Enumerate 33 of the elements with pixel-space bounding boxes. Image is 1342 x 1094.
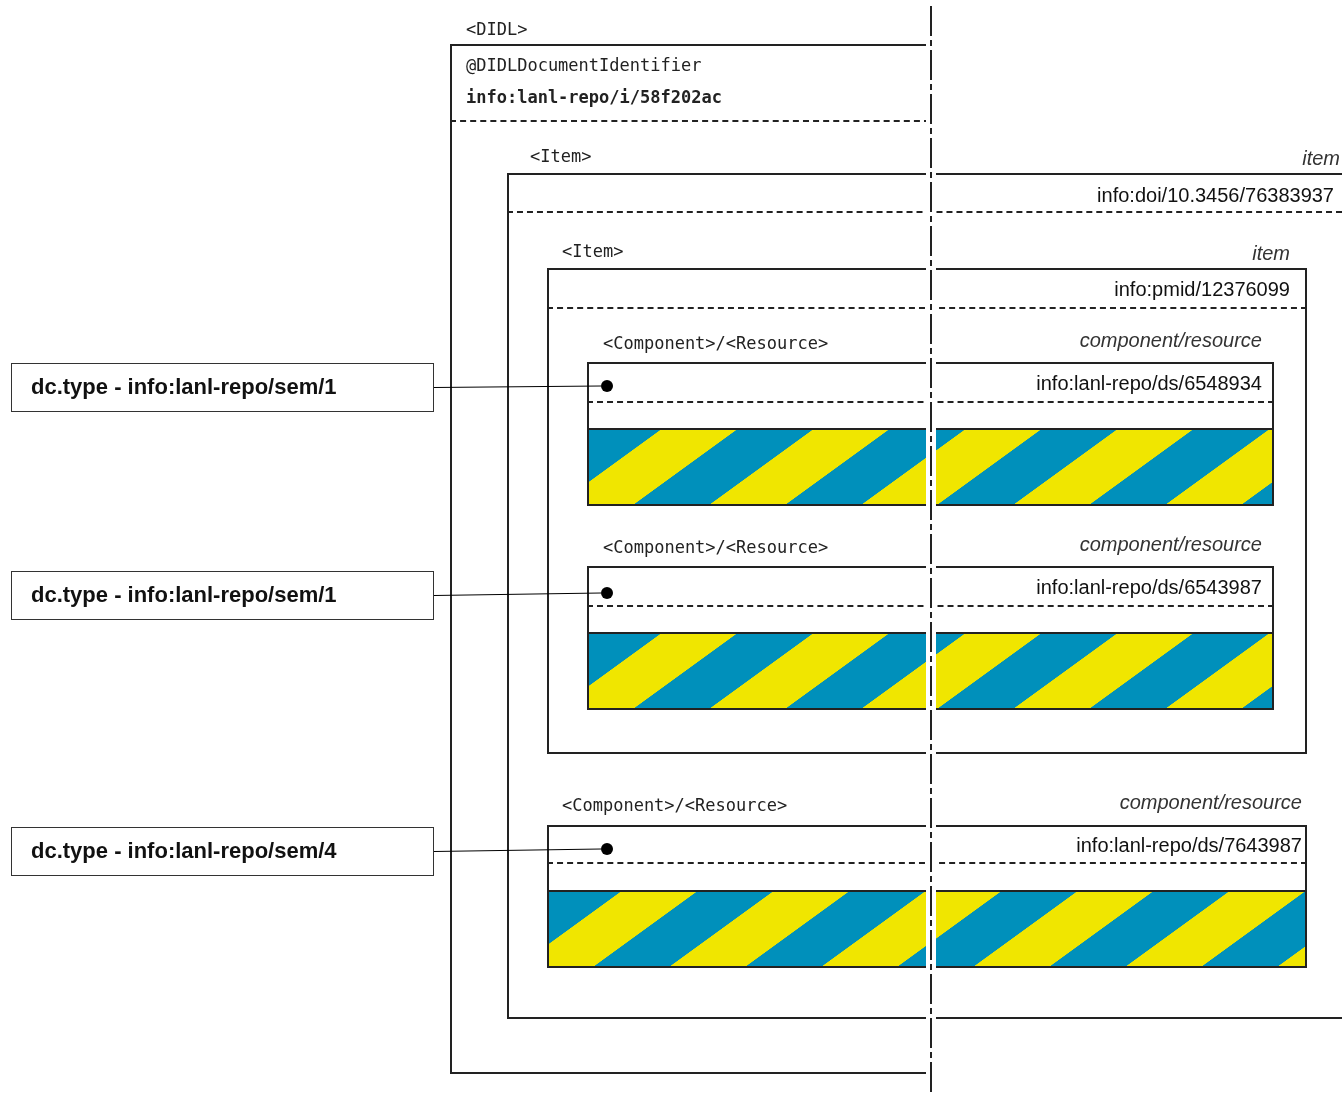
identifier-text: info:pmid/12376099 — [1114, 278, 1290, 300]
label-box — [11, 827, 434, 876]
identifier-text: info:lanl-repo/ds/7643987 — [1076, 834, 1302, 856]
component-container — [547, 792, 1307, 968]
identifier-text: info:doi/10.3456/76383937 — [1097, 184, 1334, 206]
label-text: dc.type - info:lanl-repo/sem/1 — [31, 584, 337, 606]
element-tag: <Component>/<Resource> — [603, 332, 829, 354]
leader-line — [433, 385, 602, 388]
element-tag: <Item> — [530, 145, 592, 167]
type-label: component/resource — [1079, 329, 1262, 351]
component-container — [587, 330, 1274, 506]
identifier-text: info:lanl-repo/ds/6548934 — [1036, 372, 1262, 394]
connection-dot — [601, 380, 613, 392]
type-label: component/resource — [1079, 533, 1262, 555]
type-label: item — [1302, 147, 1340, 169]
label-box — [11, 571, 434, 620]
leader-line — [433, 848, 602, 852]
connection-dot — [601, 587, 613, 599]
label-box — [11, 363, 434, 412]
leader-line — [433, 592, 602, 596]
identifier-text: info:lanl-repo/ds/6543987 — [1036, 576, 1262, 598]
type-label: item — [1252, 242, 1290, 264]
element-tag: <DIDL> — [466, 18, 528, 40]
connection-dot — [601, 843, 613, 855]
element-tag: <Item> — [562, 240, 624, 262]
type-label: component/resource — [1119, 791, 1302, 813]
label-text: dc.type - info:lanl-repo/sem/4 — [31, 840, 337, 862]
element-tag: <Component>/<Resource> — [603, 536, 829, 558]
attribute-name: @DIDLDocumentIdentifier — [466, 54, 702, 76]
element-tag: <Component>/<Resource> — [562, 794, 788, 816]
component-container — [587, 534, 1274, 710]
label-text: dc.type - info:lanl-repo/sem/1 — [31, 376, 337, 398]
identifier-text: info:lanl-repo/i/58f202ac — [466, 86, 722, 108]
